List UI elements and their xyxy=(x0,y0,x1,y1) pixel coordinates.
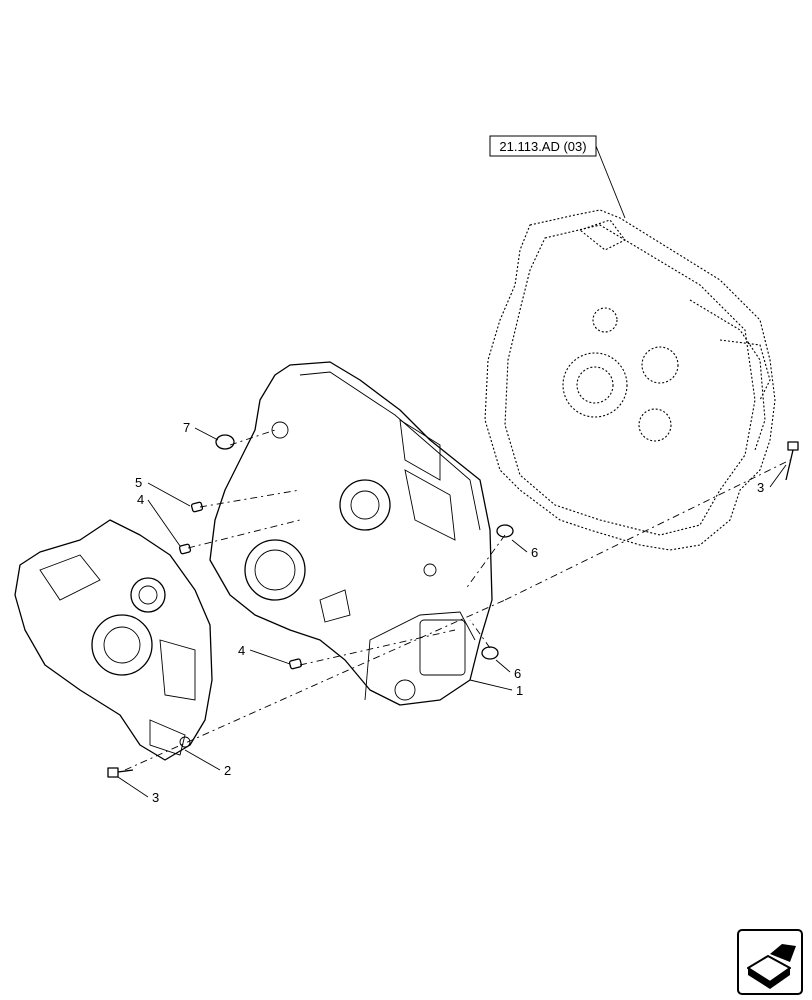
callout-1: 1 xyxy=(516,683,523,698)
part-5-pin xyxy=(190,501,204,513)
part-6-o-ring-upper xyxy=(496,524,514,538)
reference-label: 21.113.AD (03) xyxy=(499,139,586,154)
callout-3-right: 3 xyxy=(757,480,764,495)
part-4-dowel-upper xyxy=(178,543,192,555)
part-1-main-housing xyxy=(209,361,493,706)
callout-7: 7 xyxy=(183,420,190,435)
part-7-o-ring xyxy=(215,434,235,450)
callout-4-upper: 4 xyxy=(137,492,144,507)
part-4-dowel-lower xyxy=(288,658,303,670)
part-3-bolt-left xyxy=(107,767,134,778)
callout-6-lower: 6 xyxy=(514,666,521,681)
callout-4-lower: 4 xyxy=(238,643,245,658)
part-2-front-cover xyxy=(14,519,213,761)
callout-3-lower: 3 xyxy=(152,790,159,805)
callout-2: 2 xyxy=(224,763,231,778)
part-6-o-ring-lower xyxy=(481,646,499,660)
callout-leaders xyxy=(117,427,787,798)
reference-callout: 21.113.AD (03) xyxy=(489,135,626,219)
callout-5: 5 xyxy=(135,475,142,490)
next-page-arrow-icon[interactable] xyxy=(737,929,803,995)
assembly-lines xyxy=(124,429,791,771)
part-3-bolt-right xyxy=(785,441,799,481)
callout-6-upper: 6 xyxy=(531,545,538,560)
transmission-housing-reference xyxy=(484,209,776,551)
